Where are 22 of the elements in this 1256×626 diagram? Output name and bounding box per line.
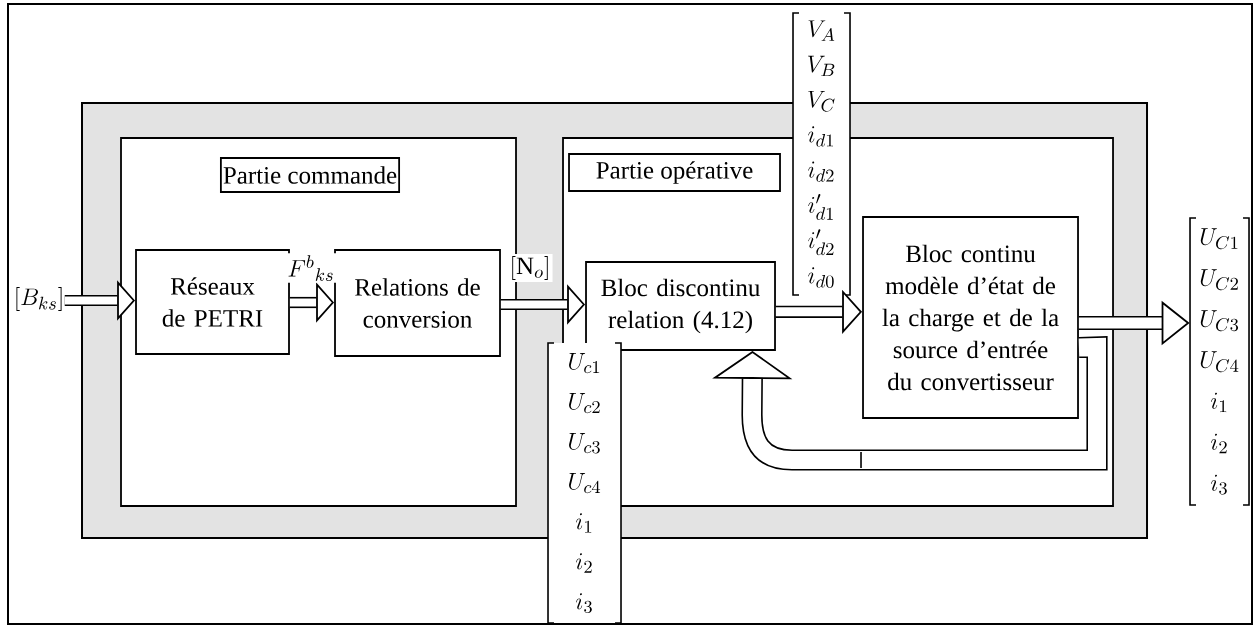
label: $V_{A}$ <box>808 20 835 41</box>
input-vector: $[B_{ks}]$ <box>16 287 62 311</box>
label: $i'_{d1}$ <box>808 193 833 220</box>
output-vector: $U_{C1}$ $U_{C2}$ $U_{C3}$ $U_{C4}$ $i_{1}$ $i_{2}$ $i_{3}$ <box>1189 217 1250 506</box>
label: $U_{c4}$ <box>569 473 601 494</box>
block-box: Bloc continu modèle d’état de la charge et de la source d’entrée du convertisseur <box>862 216 1079 419</box>
label: $i_{1}$ <box>576 513 592 533</box>
label: $U_{c3}$ <box>569 433 600 454</box>
label: $i'_{d2}$ <box>808 229 834 256</box>
label: $V_{C}$ <box>808 90 835 112</box>
block-box: Relations de conversion <box>334 249 501 357</box>
label: $i_{d0}$ <box>808 267 834 288</box>
feedback-arrow <box>712 336 1108 471</box>
label: $V_{B}$ <box>808 55 835 77</box>
label: $U_{c1}$ <box>569 353 600 374</box>
state-vector: $V_{A}$ $V_{B}$ $V_{C}$ $i_{d1}$ $i_{d2}$ $i'_{d1}$ $i'_{d2}$ $i_{d0}$ <box>792 12 851 296</box>
edge-label: $[\mathrm{N}_{o}]$ <box>507 254 553 282</box>
label: $i_{2}$ <box>576 553 592 573</box>
label: $i_{d2}$ <box>808 161 834 182</box>
measure-vector: $U_{c1}$ $U_{c2}$ $U_{c3}$ $U_{c4}$ $i_{1}$ $i_{2}$ $i_{3}$ <box>547 342 622 624</box>
label: $i_{3}$ <box>576 593 592 614</box>
label: $U_{c2}$ <box>569 393 600 414</box>
